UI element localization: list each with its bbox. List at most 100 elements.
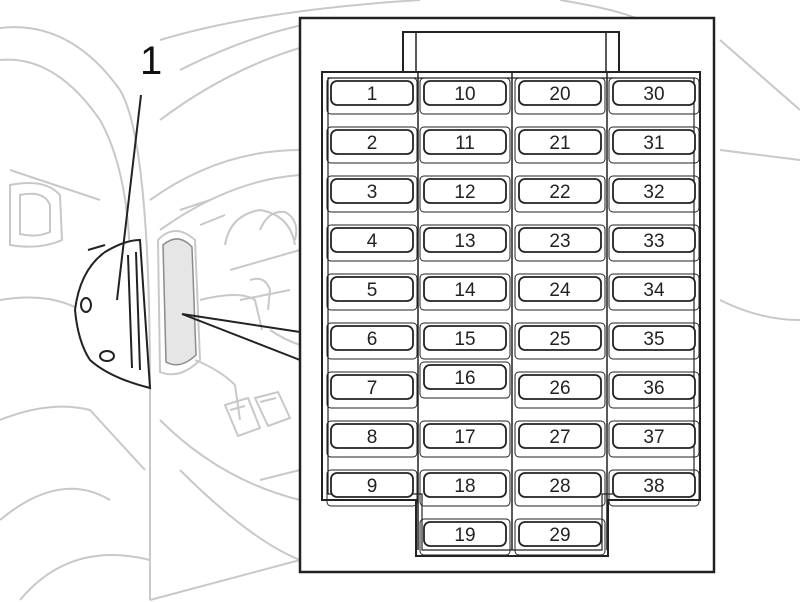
fuse-slot-housing — [419, 224, 511, 262]
fuse — [330, 276, 414, 302]
fuse-slot: 13 — [419, 224, 511, 262]
fuse-label: 19 — [454, 525, 475, 546]
fuse-label: 36 — [643, 378, 664, 399]
fuse-label: 1 — [367, 84, 378, 105]
fuse-slot-housing — [514, 322, 606, 360]
fuse — [330, 472, 414, 498]
fuse-slot-housing — [514, 175, 606, 213]
fuse — [330, 374, 414, 400]
fuse-box-top-tab — [402, 31, 620, 73]
fuse-label: 2 — [367, 133, 378, 154]
fuse-label: 12 — [454, 182, 475, 203]
fuse — [612, 178, 696, 204]
fuse-slot-housing — [326, 420, 418, 458]
fuse-slot-housing — [514, 371, 606, 409]
fuse — [423, 423, 507, 449]
fuse-label: 26 — [549, 378, 570, 399]
fuse — [330, 325, 414, 351]
fuse — [423, 364, 507, 390]
fuse-slot-housing — [608, 273, 700, 311]
fuse-slot-housing — [608, 371, 700, 409]
fuse-label: 32 — [643, 182, 664, 203]
callout-pointer — [116, 94, 142, 301]
fuse-label: 28 — [549, 476, 570, 497]
fuse-slot: 6 — [326, 322, 418, 360]
fuse-label: 24 — [549, 280, 571, 301]
detail-connector-lines — [181, 313, 301, 361]
fuse-slot-housing — [608, 322, 700, 360]
fuse-slot-housing — [419, 273, 511, 311]
fuse-slot-housing — [608, 126, 700, 164]
fuse — [423, 227, 507, 253]
fuse-label: 20 — [549, 84, 570, 105]
fuse-slot: 33 — [608, 224, 700, 262]
fuse-label: 37 — [643, 427, 664, 448]
fuse — [330, 178, 414, 204]
fuse-slot: 7 — [326, 371, 418, 409]
fuse-slot-housing — [419, 518, 511, 556]
fuse — [518, 227, 602, 253]
fuse-slot: 24 — [514, 273, 606, 311]
fuse-slot: 27 — [514, 420, 606, 458]
fuse-slot-housing — [514, 77, 606, 115]
fuse-label: 7 — [367, 378, 378, 399]
fuse-slot-housing — [326, 371, 418, 409]
fuse-label: 3 — [367, 182, 378, 203]
fuse-slot: 2 — [326, 126, 418, 164]
fuse-slot: 14 — [419, 273, 511, 311]
fuse-slot: 1 — [326, 77, 418, 115]
fuse-slot: 35 — [608, 322, 700, 360]
fuse — [518, 374, 602, 400]
fuse-label: 5 — [367, 280, 378, 301]
fuse — [518, 472, 602, 498]
fuse — [612, 129, 696, 155]
fuse-label: 18 — [454, 476, 475, 497]
fuse — [330, 80, 414, 106]
fuse-slot: 5 — [326, 273, 418, 311]
fuse-slot: 15 — [419, 322, 511, 360]
fuse — [423, 472, 507, 498]
fuse-label: 27 — [549, 427, 570, 448]
fuse-label: 9 — [367, 476, 378, 497]
fuse — [612, 276, 696, 302]
fuse-slot: 32 — [608, 175, 700, 213]
fuse-slot-housing — [419, 469, 511, 507]
fuse-slot: 17 — [419, 420, 511, 458]
fuse-slot-housing — [514, 469, 606, 507]
fuse-label: 4 — [367, 231, 378, 252]
fuse-slot-housing — [419, 126, 511, 164]
fuse-slot-housing — [326, 126, 418, 164]
fuse-slot: 3 — [326, 175, 418, 213]
fuse — [423, 129, 507, 155]
fuse — [330, 129, 414, 155]
fuse-label: 30 — [643, 84, 664, 105]
fuse-label: 25 — [549, 329, 570, 350]
fuse-slot: 29 — [514, 518, 606, 556]
fuse-label: 8 — [367, 427, 378, 448]
fuse-slot-housing — [326, 469, 418, 507]
fuse-panel-location — [162, 238, 197, 366]
fuse — [423, 521, 507, 547]
fuse — [423, 325, 507, 351]
fuse — [423, 80, 507, 106]
fuse-slot: 37 — [608, 420, 700, 458]
fuse-slot-housing — [514, 420, 606, 458]
fuse-label: 23 — [549, 231, 570, 252]
fuse-label: 13 — [454, 231, 475, 252]
fuse-label: 11 — [455, 133, 475, 154]
fuse — [612, 80, 696, 106]
fuse-slot-housing — [608, 224, 700, 262]
fuse-label: 38 — [643, 476, 664, 497]
fuse-slot-housing — [514, 126, 606, 164]
fuse-slot: 31 — [608, 126, 700, 164]
fuse-slot-housing — [326, 77, 418, 115]
fuse-slot-housing — [514, 518, 606, 556]
fuse-slot: 20 — [514, 77, 606, 115]
fuse — [518, 276, 602, 302]
fuse-label: 35 — [643, 329, 664, 350]
fuse-label: 10 — [454, 84, 475, 105]
fuse-slot: 10 — [419, 77, 511, 115]
fuse-label: 22 — [549, 182, 570, 203]
